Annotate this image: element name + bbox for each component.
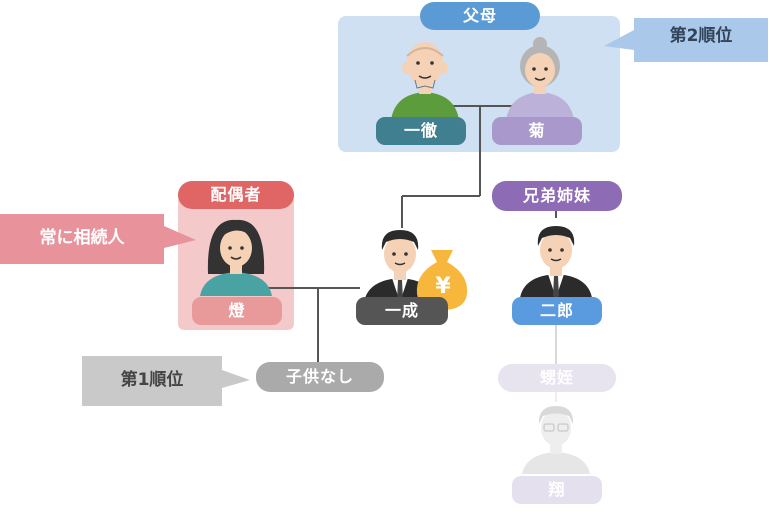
children-callout: 第1順位 (120, 370, 184, 390)
nephew-group-label: 甥姪 (498, 364, 616, 392)
parents-label: 父母 (420, 2, 540, 30)
female-elderly-icon (506, 37, 574, 120)
male-suit-icon (520, 226, 592, 298)
money-symbol: ¥ (435, 274, 451, 299)
callout-pointer-children (82, 356, 250, 406)
mother-name-tag: 菊 (492, 117, 582, 145)
female-person-icon (200, 219, 272, 296)
father-name-tag: 一徹 (376, 117, 466, 145)
callout-pointer-parents (604, 18, 768, 62)
male-glasses-icon (522, 406, 590, 474)
male-elderly-icon (391, 42, 459, 120)
spouse-label: 配偶者 (178, 181, 294, 209)
siblings-label: 兄弟姉妹 (492, 181, 622, 211)
callout-pointer-spouse (0, 214, 196, 264)
children-pill: 子供なし (256, 362, 384, 392)
spouse-name-tag: 燈 (192, 297, 282, 325)
parents-callout: 第2順位 (669, 26, 733, 46)
nephew-name-tag: 翔 (512, 476, 602, 504)
decedent-name-tag: 一成 (356, 297, 448, 325)
brother-name-tag: 二郎 (512, 297, 602, 325)
spouse-callout: 常に相続人 (39, 228, 125, 248)
